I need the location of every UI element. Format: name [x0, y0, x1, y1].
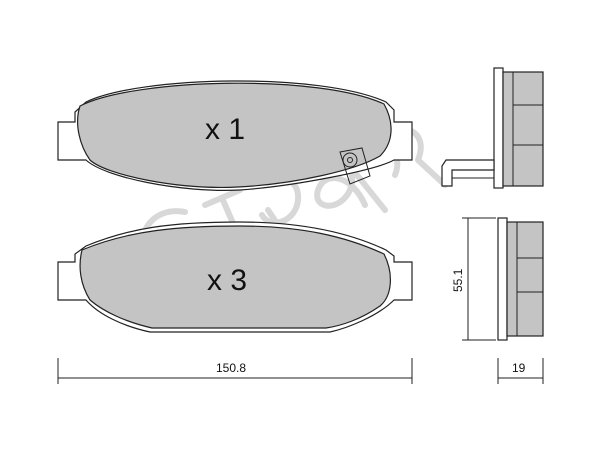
thickness-dimension-label: 19 — [512, 361, 526, 375]
thickness-dimension: 19 — [497, 358, 544, 384]
bottom-pad-quantity-label: x 3 — [207, 264, 247, 297]
side-view-with-clip — [441, 67, 544, 189]
width-dimension: 150.8 — [57, 358, 413, 384]
side-view — [497, 217, 544, 341]
wear-indicator-clip — [339, 147, 371, 185]
width-dimension-label: 150.8 — [216, 361, 246, 375]
top-pad-friction-material — [77, 82, 392, 188]
bottom-brake-pad: x 3 — [57, 221, 413, 333]
top-brake-pad: x 1 — [57, 80, 413, 191]
height-dimension-label: 55.1 — [451, 268, 465, 292]
bottom-pad-friction-material — [79, 225, 391, 329]
height-dimension: 55.1 — [451, 217, 496, 341]
top-pad-quantity-label: x 1 — [205, 113, 245, 146]
